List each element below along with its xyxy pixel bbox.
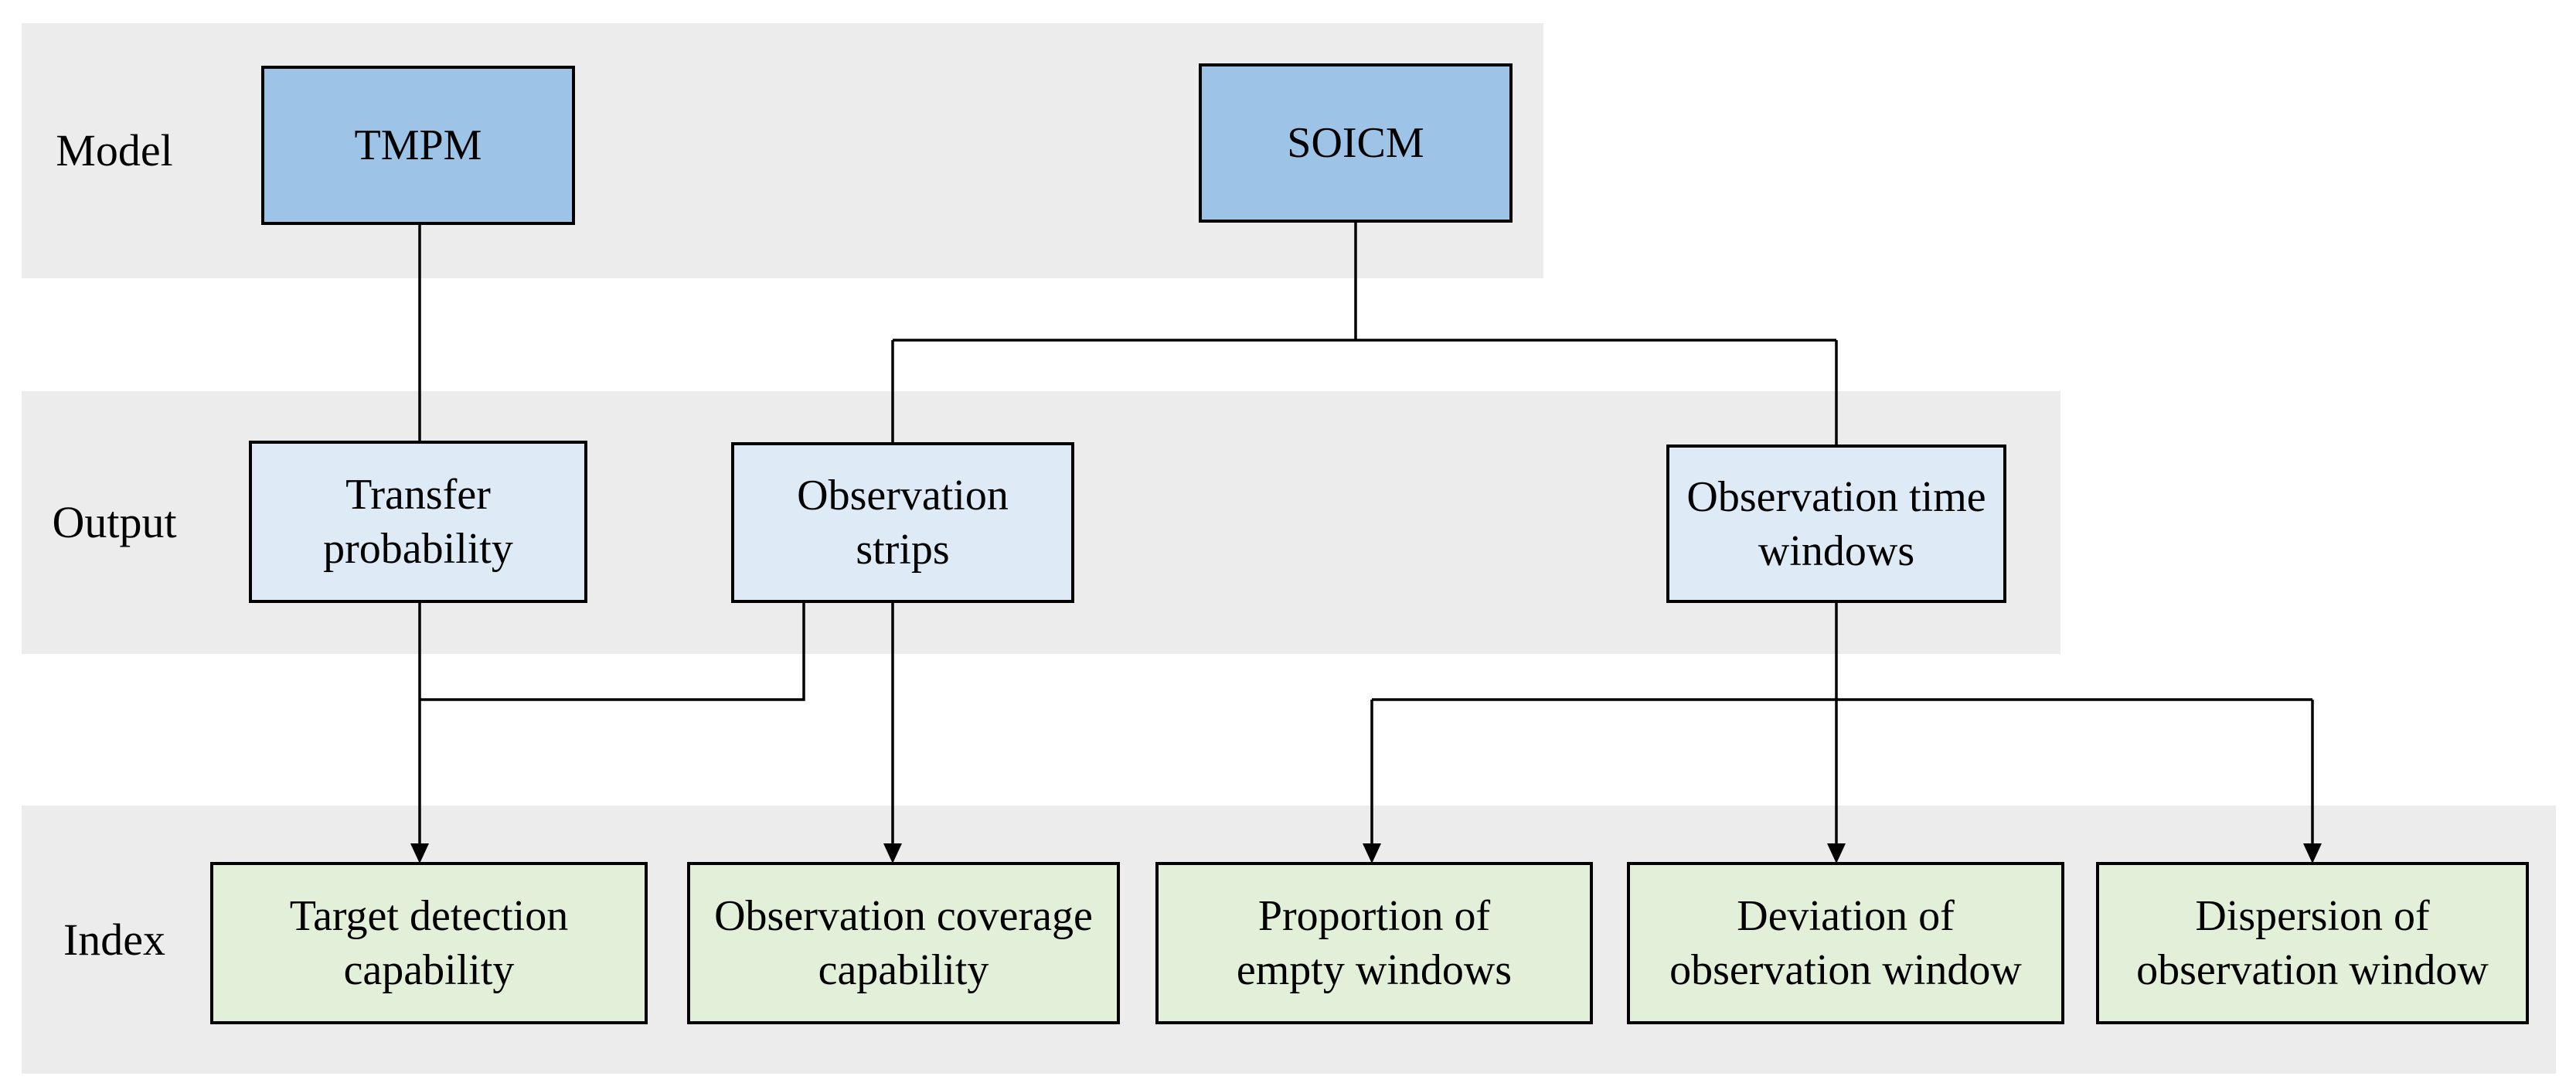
node-observation-strips: Observation strips [731, 442, 1074, 603]
node-dispersion-of-observation-window: Dispersion of observation window [2096, 862, 2529, 1024]
node-target-detection-capability: Target detection capability [210, 862, 648, 1024]
node-proportion-of-empty-windows: Proportion of empty windows [1155, 862, 1593, 1024]
model-row-label: Model [56, 125, 173, 175]
node-transfer-probability: Transfer probability [249, 441, 587, 603]
node-soicm: SOICM [1199, 63, 1513, 223]
output-row-label: Output [52, 497, 177, 547]
node-tmpm: TMPM [261, 66, 575, 225]
node-deviation-of-observation-window: Deviation of observation window [1627, 862, 2064, 1024]
index-row-label: Index [63, 914, 166, 965]
node-observation-coverage-capability: Observation coverage capability [687, 862, 1120, 1024]
node-observation-time-windows: Observation time windows [1666, 445, 2006, 603]
